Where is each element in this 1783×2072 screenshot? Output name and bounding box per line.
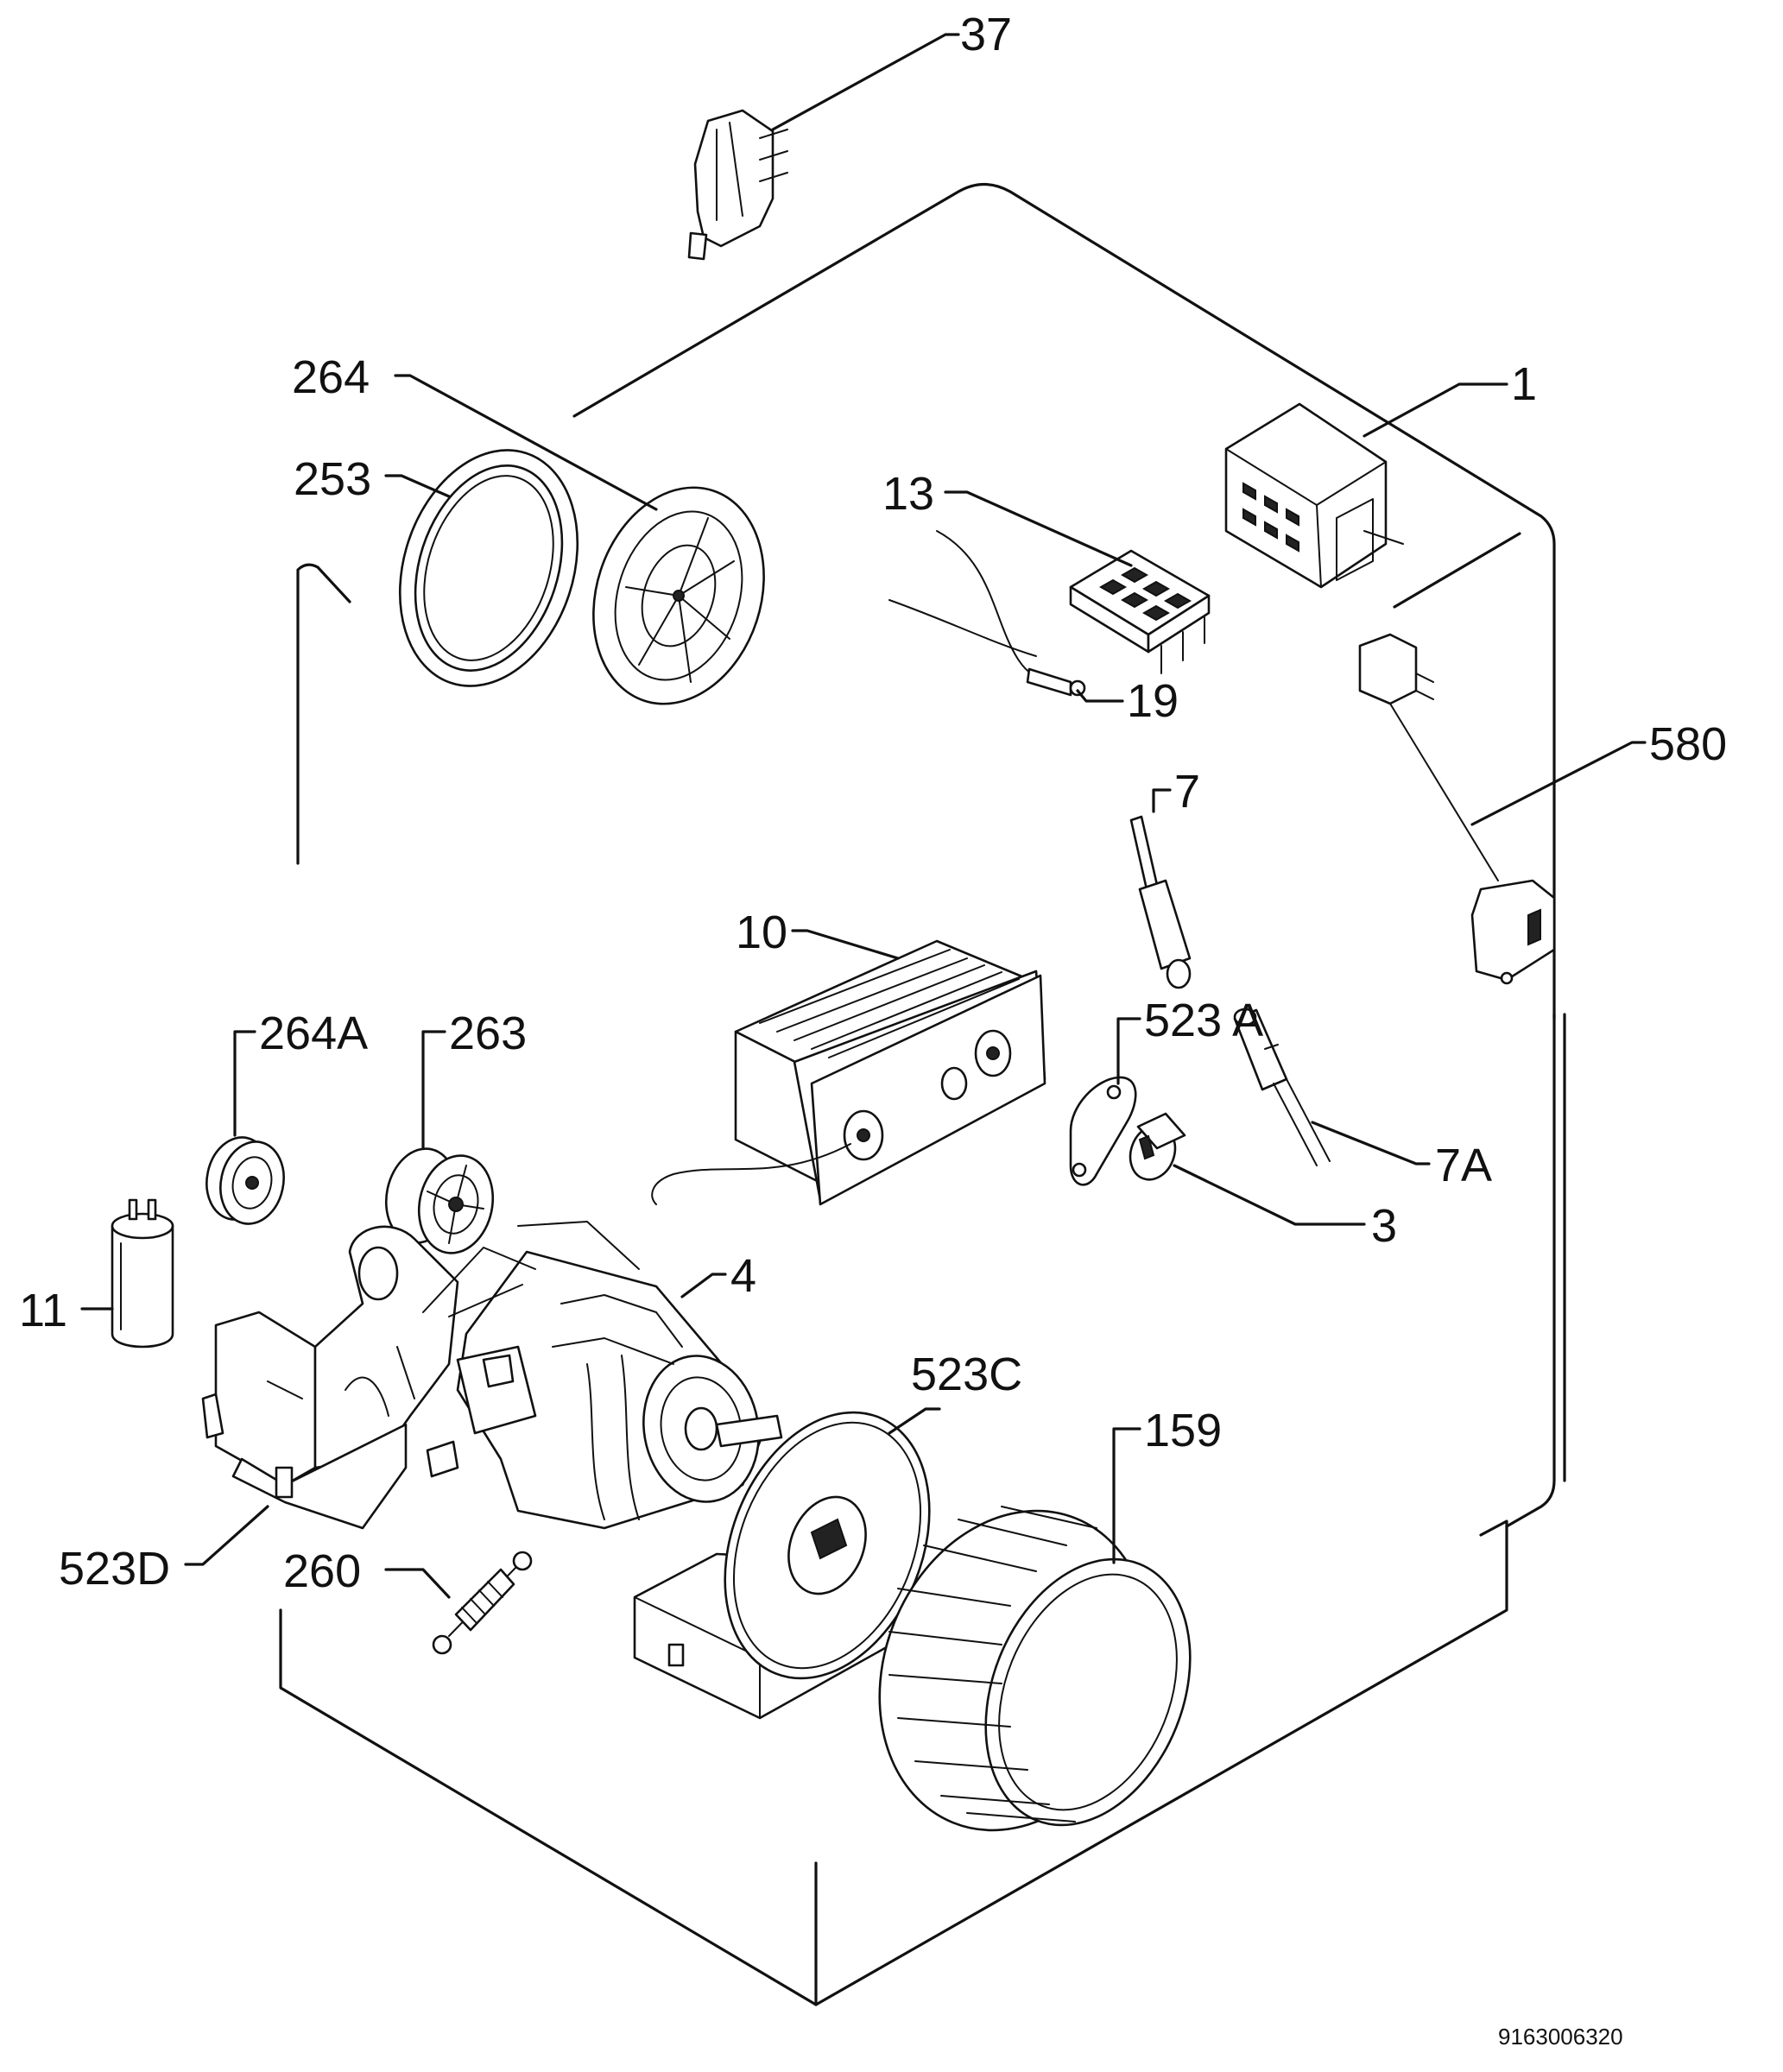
callout-37: 37 xyxy=(960,9,1012,60)
callout-13: 13 xyxy=(882,468,934,520)
part-19-sensor xyxy=(888,530,1086,697)
callout-253: 253 xyxy=(294,453,371,505)
part-264a-pulley xyxy=(205,1136,285,1225)
callout-19: 19 xyxy=(1127,675,1179,727)
callout-263: 263 xyxy=(449,1008,527,1059)
part-264-drum-fan-wheel xyxy=(592,486,765,705)
part-523c-pulley-disc xyxy=(633,1411,931,1720)
part-4-motor xyxy=(422,1221,783,1530)
part-7-thermal-fuse xyxy=(1129,815,1192,989)
part-263-tensioner-pulley xyxy=(384,1147,495,1254)
document-number: 9163006320 xyxy=(1498,2024,1623,2050)
callout-7: 7 xyxy=(1174,766,1200,818)
callout-11: 11 xyxy=(19,1285,67,1336)
callout-523c: 523C xyxy=(911,1349,1022,1400)
callout-264: 264 xyxy=(292,351,370,403)
part-10-heater xyxy=(651,939,1046,1206)
part-3-thermostat xyxy=(1129,1112,1186,1181)
callout-3: 3 xyxy=(1371,1200,1397,1252)
callout-4: 4 xyxy=(730,1250,756,1302)
cabinet-outline xyxy=(279,183,1566,2006)
part-253-seal-ring xyxy=(398,449,579,687)
part-523d-motor-cradle xyxy=(201,1225,459,1530)
part-260-tension-spring xyxy=(432,1551,533,1655)
part-1-timer xyxy=(1224,402,1404,589)
leader-lines xyxy=(80,33,1647,1599)
callout-labels: 37 1 264 253 13 19 580 7 10 523 A 264A 2… xyxy=(19,9,1727,2050)
part-37-bracket xyxy=(687,109,788,261)
part-523a-gasket xyxy=(1069,1076,1137,1186)
callout-159: 159 xyxy=(1144,1405,1222,1456)
part-7a-thermal-fuse xyxy=(1233,1008,1331,1166)
part-13-terminal-block xyxy=(1069,549,1211,674)
callout-10: 10 xyxy=(736,906,787,958)
callout-1: 1 xyxy=(1511,358,1537,410)
part-159-fan-wheel xyxy=(878,1506,1192,1832)
callout-523d: 523D xyxy=(59,1543,170,1595)
part-11-capacitor xyxy=(111,1198,174,1349)
callout-580: 580 xyxy=(1649,718,1727,770)
part-580-door-switch xyxy=(1358,633,1556,985)
callout-523a: 523 A xyxy=(1144,995,1263,1046)
callout-264a: 264A xyxy=(259,1008,368,1059)
callout-260: 260 xyxy=(283,1545,361,1597)
callout-7a: 7A xyxy=(1435,1140,1492,1191)
